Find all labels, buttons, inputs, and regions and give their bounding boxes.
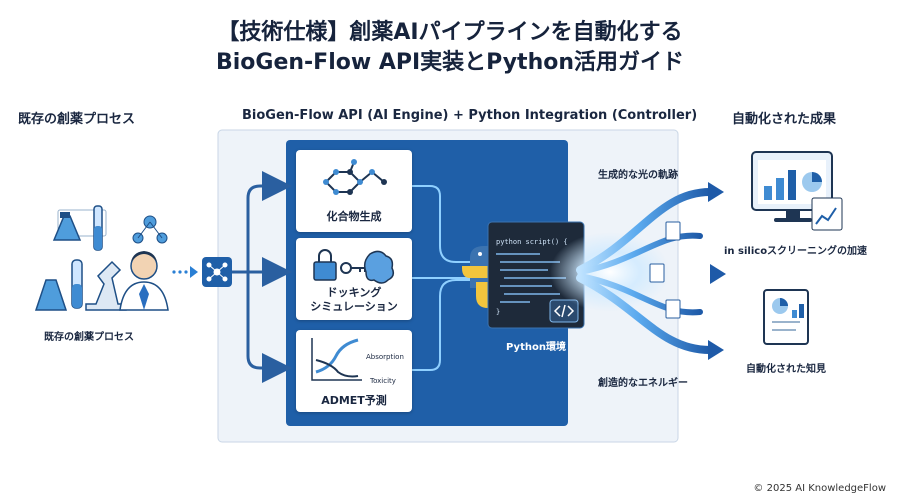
flow-arrowheads xyxy=(708,182,726,360)
code-lines xyxy=(496,253,566,303)
lab-illustration xyxy=(34,205,169,311)
result-insights-label: 自動化された知見 xyxy=(746,364,826,375)
flow-streams xyxy=(576,188,716,354)
docking-label-line2: シミュレーション xyxy=(310,300,398,313)
result-screening-label: in silicoスクリーニングの加速 xyxy=(724,246,868,257)
monitor-chart-icon xyxy=(751,151,843,231)
left-caption: 既存の創薬プロセス xyxy=(44,332,134,343)
compound-generation-card[interactable]: 化合物生成 xyxy=(296,150,412,232)
page-title-line1: 【技術仕様】創薬AIパイプラインを自動化する xyxy=(217,20,683,45)
graph-icon xyxy=(311,338,362,381)
admet-label: ADMET予測 xyxy=(321,394,387,407)
toxicity-tag: Toxicity xyxy=(370,377,396,385)
flow-label-bottom: 創造的なエネルギー xyxy=(598,378,688,389)
copyright: © 2025 AI KnowledgeFlow xyxy=(753,483,886,494)
python-env-label: Python環境 xyxy=(506,342,566,353)
center-section-heading: BioGen-Flow API (AI Engine) + Python Int… xyxy=(242,108,698,123)
document-icons xyxy=(649,221,681,319)
molecule-icon xyxy=(323,159,387,195)
admet-prediction-card[interactable]: Absorption Toxicity ADMET予測 xyxy=(296,330,412,412)
absorption-tag: Absorption xyxy=(366,353,404,361)
code-first-line: python script() { xyxy=(496,238,568,246)
input-arrow xyxy=(172,266,198,278)
right-section-heading: 自動化された成果 xyxy=(732,112,837,127)
code-close-brace: } xyxy=(496,308,501,316)
page-title-line2: BioGen-Flow API実装とPython活用ガイド xyxy=(215,50,685,75)
left-section-heading: 既存の創薬プロセス xyxy=(18,112,136,127)
docking-simulation-card[interactable]: ドッキング シミュレーション xyxy=(296,238,412,320)
flow-label-top: 生成的な光の軌跡 xyxy=(598,170,678,181)
branch-arrows xyxy=(232,171,292,383)
network-icon xyxy=(206,262,228,282)
docking-label-line1: ドッキング xyxy=(326,286,382,299)
lock-key-icon xyxy=(313,249,395,284)
report-icon xyxy=(763,289,809,345)
compound-generation-label: 化合物生成 xyxy=(326,210,382,223)
